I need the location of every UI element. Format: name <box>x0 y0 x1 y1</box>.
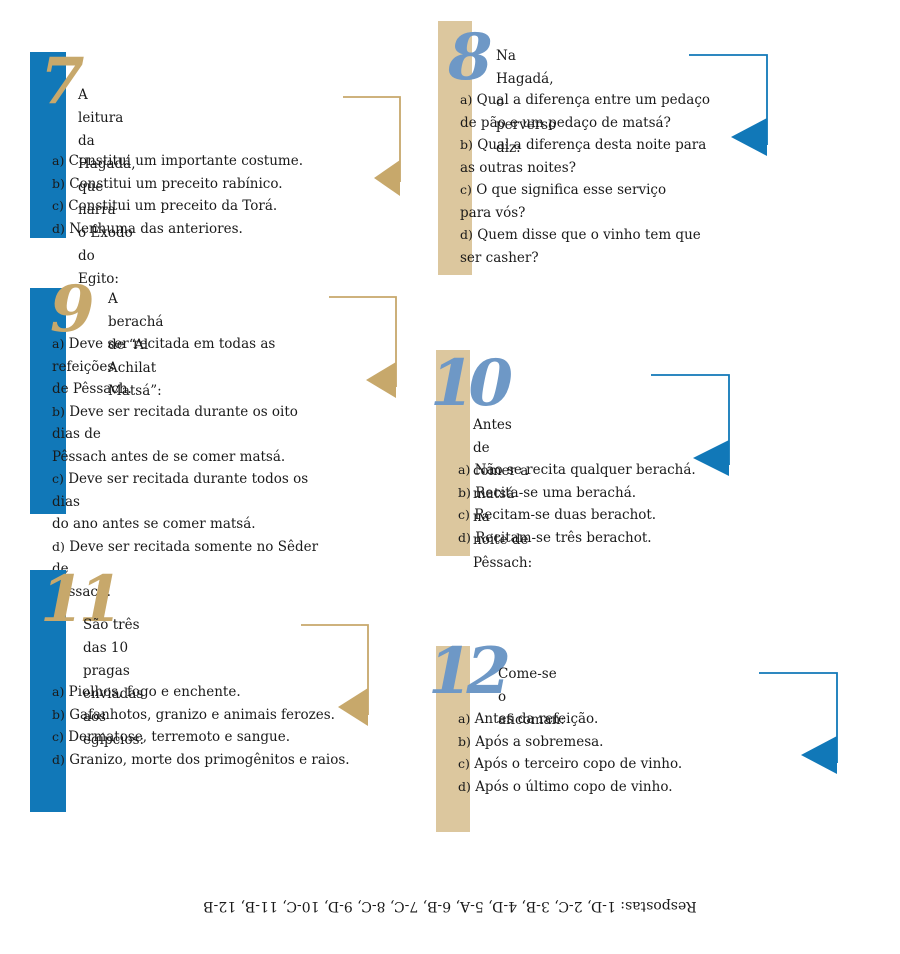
question-8-accent-bar <box>438 21 472 275</box>
option-c: c) Constitui um preceito da Torá. <box>52 198 278 214</box>
option-d: d) Quem disse que o vinho tem que ser ca… <box>460 227 701 266</box>
question-7-number: 7 <box>40 44 84 119</box>
question-9-connector-arrow <box>329 296 397 398</box>
question-12-connector-arrow <box>759 672 838 774</box>
question-8-stem: Na Hagadá, o perverso diz: <box>496 48 557 156</box>
question-7-options: a) Constitui um importante costume. b) C… <box>52 150 352 240</box>
option-d: d) Granizo, morte dos primogênitos e rai… <box>52 751 350 768</box>
answer-key: Respostas: 1-D, 2-C, 3-B, 4-D, 5-A, 6-B,… <box>203 898 697 914</box>
question-12-accent-bar <box>436 646 470 832</box>
question-10-options: a) Não se recita qualquer berachá. b) Re… <box>458 459 698 549</box>
option-b: b) Qual a diferença desta noite para as … <box>460 137 707 176</box>
option-c: c) Dermatose, terremoto e sangue. <box>52 729 291 745</box>
question-7-stem: A leitura da Hagadá, que narra o Êxodo d… <box>78 87 136 287</box>
option-b: b) Constitui um preceito rabínico. <box>52 175 283 192</box>
question-9-number: 9 <box>50 272 94 347</box>
question-12-options: a) Antes da refeição. b) Após a sobremes… <box>458 708 698 798</box>
option-a: a) Deve ser recitada em todas as refeiçõ… <box>52 336 276 397</box>
option-c: c) O que significa esse serviço para vós… <box>460 182 667 221</box>
option-c: c) Deve ser recitada durante todos os di… <box>52 471 309 532</box>
question-9-stem: A berachá de “Al Achilat Matsá”: <box>108 291 164 399</box>
option-b: b) Deve ser recitada durante os oito dia… <box>52 403 298 465</box>
question-10-number: 10 <box>430 346 513 421</box>
question-11-accent-bar <box>30 570 66 812</box>
question-12-number: 12 <box>428 634 511 709</box>
option-a: a) Qual a diferença entre um pedaço de p… <box>460 92 711 131</box>
option-a: a) Antes da refeição. <box>458 711 599 727</box>
question-11-number: 11 <box>40 562 123 637</box>
option-a: a) Piolhos, fogo e enchente. <box>52 684 241 700</box>
question-10-connector-arrow <box>651 374 730 476</box>
question-12-stem: Come-se o aficoman: <box>498 666 565 728</box>
option-b: b) Recita-se uma berachá. <box>458 484 637 501</box>
option-d: d) Recitam-se três berachot. <box>458 529 652 546</box>
question-8-options: a) Qual a diferença entre um pedaço de p… <box>460 89 720 269</box>
option-c: c) Recitam-se duas berachot. <box>458 507 657 523</box>
option-b: b) Gafanhotos, granizo e animais ferozes… <box>52 706 335 723</box>
option-a: a) Constitui um importante costume. <box>52 153 304 169</box>
option-c: c) Após o terceiro copo de vinho. <box>458 756 683 772</box>
question-8-connector-arrow <box>689 54 768 156</box>
option-d: d) Após o último copo de vinho. <box>458 778 673 795</box>
question-8-number: 8 <box>448 20 492 95</box>
question-9-options: a) Deve ser recitada em todas as refeiçõ… <box>52 333 322 603</box>
question-11-options: a) Piolhos, fogo e enchente. b) Gafanhot… <box>52 681 352 771</box>
question-10-accent-bar <box>436 350 470 556</box>
question-7-connector-arrow <box>343 96 401 196</box>
option-d: d) Nenhuma das anteriores. <box>52 220 243 237</box>
option-a: a) Não se recita qualquer berachá. <box>458 462 696 478</box>
option-d: d) Deve ser recitada somente no Sêder de… <box>52 538 319 600</box>
question-7-accent-bar <box>30 52 66 238</box>
question-10-stem: Antes de comer a matsá na noite de Pêssa… <box>473 417 533 571</box>
question-11-connector-arrow <box>301 624 369 726</box>
question-9-accent-bar <box>30 288 66 514</box>
question-11-stem: São três das 10 pragas enviadas aos egíp… <box>83 617 145 748</box>
option-b: b) Após a sobremesa. <box>458 733 604 750</box>
